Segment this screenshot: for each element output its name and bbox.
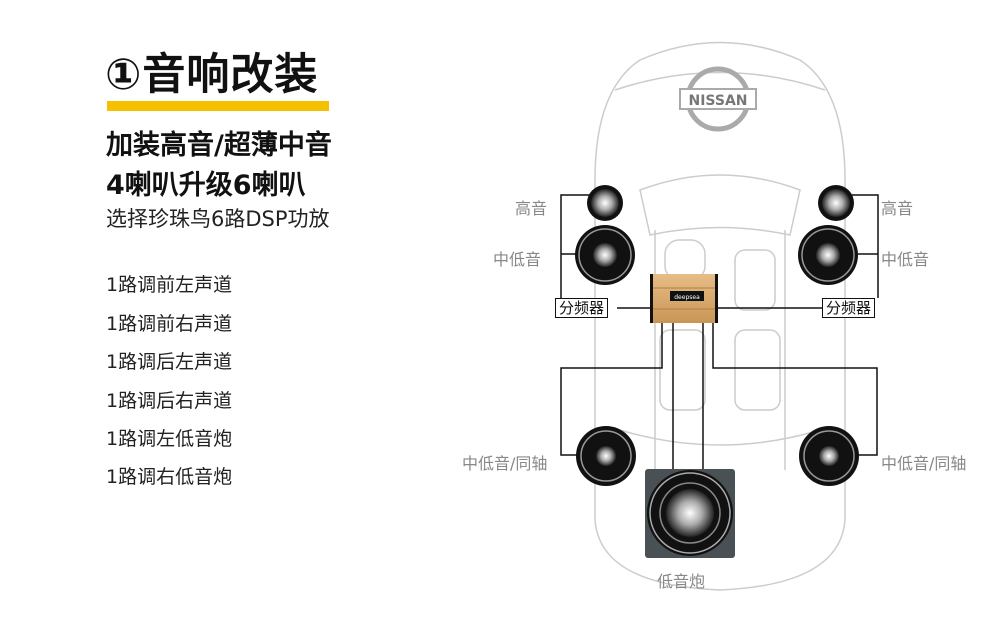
channel-item: 1路调左低音炮 bbox=[106, 428, 233, 450]
label-rear-right: 中低音/同轴 bbox=[881, 454, 967, 473]
title-underline bbox=[107, 101, 329, 111]
channel-item: 1路调后左声道 bbox=[106, 351, 233, 373]
brand-logo-text: NISSAN bbox=[688, 93, 747, 109]
mid-left-speaker bbox=[575, 225, 635, 285]
label-mid-left: 中低音 bbox=[493, 250, 542, 269]
amp-brand-label: deepsea bbox=[674, 294, 700, 301]
subtitle-1: 加装高音/超薄中音 bbox=[106, 130, 332, 161]
channel-item: 1路调后右声道 bbox=[106, 390, 233, 412]
label-subwoofer: 低音炮 bbox=[657, 572, 706, 591]
nissan-logo bbox=[679, 66, 757, 132]
channel-item: 1路调右低音炮 bbox=[106, 466, 233, 488]
rear-left-speaker bbox=[576, 426, 636, 486]
label-tweeter-right: 高音 bbox=[881, 199, 914, 218]
page-title: ①音响改装 bbox=[105, 50, 319, 100]
rear-right-speaker bbox=[799, 426, 859, 486]
label-rear-left: 中低音/同轴 bbox=[462, 454, 548, 473]
label-tweeter-left: 高音 bbox=[515, 199, 548, 218]
crossover-left: 分频器 bbox=[555, 298, 609, 318]
wiring bbox=[560, 194, 879, 469]
tweeter-left-speaker bbox=[587, 185, 623, 221]
subwoofer bbox=[645, 469, 735, 558]
dsp-amplifier bbox=[650, 274, 718, 323]
subtitle-2: 4喇叭升级6喇叭 bbox=[106, 170, 306, 201]
channel-item: 1路调前右声道 bbox=[106, 313, 233, 335]
car-outline bbox=[594, 41, 846, 591]
label-mid-right: 中低音 bbox=[881, 250, 930, 269]
channel-item: 1路调前左声道 bbox=[106, 274, 233, 296]
subtitle-3: 选择珍珠鸟6路DSP功放 bbox=[106, 207, 330, 231]
crossover-right: 分频器 bbox=[822, 298, 876, 318]
tweeter-right-speaker bbox=[818, 185, 854, 221]
mid-right-speaker bbox=[798, 225, 858, 285]
